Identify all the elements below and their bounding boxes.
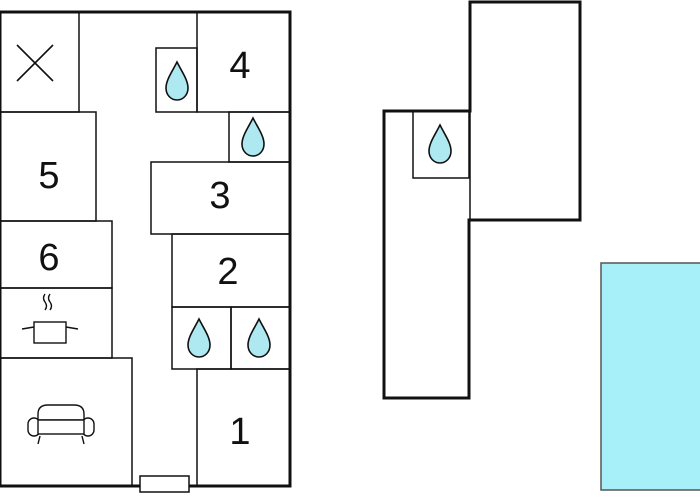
entrance-door: [139, 475, 190, 493]
bath-room-4: [155, 47, 198, 113]
room-label-4: 4: [229, 45, 250, 87]
room-1: [196, 368, 291, 487]
room-label-3: 3: [209, 175, 230, 217]
room-label-6: 6: [38, 237, 59, 279]
cross-icon: [16, 44, 54, 82]
sofa-icon: [27, 404, 95, 445]
water-drop-icon: [428, 124, 452, 164]
cooking-pot-icon: [21, 293, 79, 344]
annex-building: [382, 0, 582, 400]
water-drop-icon: [187, 318, 211, 358]
water-drop-icon: [165, 61, 189, 101]
water-drop-icon: [247, 318, 271, 358]
room-label-1: 1: [229, 411, 250, 453]
pool: [600, 262, 700, 491]
room-label-2: 2: [217, 251, 238, 293]
annex-outline: [382, 0, 582, 400]
annex-bath: [412, 110, 470, 179]
room-unused: [0, 11, 80, 113]
room-label-5: 5: [38, 155, 59, 197]
main-house: [0, 10, 292, 493]
room-living: [0, 357, 133, 487]
water-drop-icon: [241, 117, 265, 157]
